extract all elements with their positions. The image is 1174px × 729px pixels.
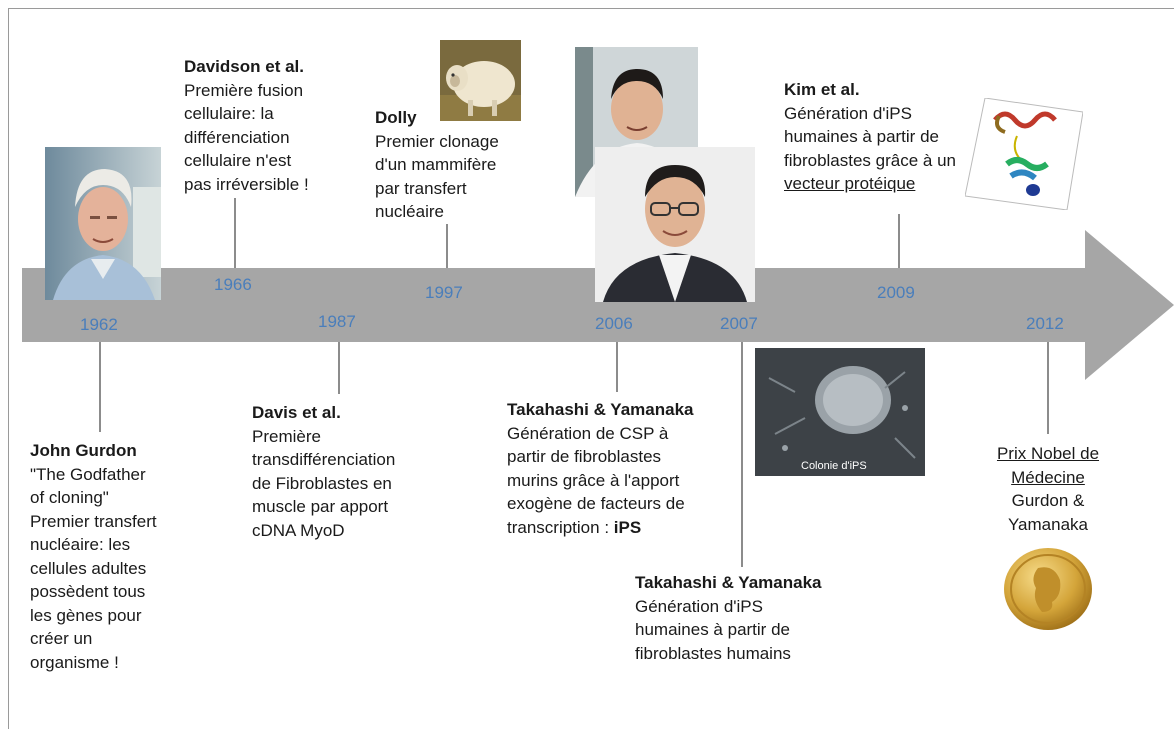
event-davis-title: Davis et al. xyxy=(252,403,341,422)
event-takahashi-2007-line: humaines à partir de xyxy=(635,620,790,639)
ips-highlight: iPS xyxy=(613,517,642,537)
event-dolly-line: d'un mammifère xyxy=(375,155,497,174)
event-takahashi-2006-line: partir de fibroblastes xyxy=(507,447,662,466)
event-takahashi-2007-line: Génération d'iPS xyxy=(635,596,763,616)
ips-colony-caption: Colonie d'iPS xyxy=(801,460,867,472)
event-davidson-line: Première fusion xyxy=(184,80,304,100)
event-gurdon-line: cellules adultes xyxy=(30,558,147,578)
event-gurdon-line: possèdent tous xyxy=(30,582,146,601)
connector-2012 xyxy=(1047,342,1049,434)
event-dolly: Dolly Premier clonage d'un mammifère par… xyxy=(375,106,499,224)
event-gurdon-line: "The Godfather xyxy=(30,464,146,484)
event-dolly-title: Dolly xyxy=(375,108,417,127)
event-davis-line: transdifférenciation xyxy=(252,450,396,469)
connector-1997 xyxy=(446,224,448,268)
event-davis-line: muscle par apport xyxy=(252,497,389,516)
gurdon-photo xyxy=(45,147,161,300)
event-gurdon-line: créer un xyxy=(30,629,93,648)
nobel-laureates-line: Yamanaka xyxy=(1007,514,1088,534)
event-davis-line: cDNA MyoD xyxy=(252,520,345,540)
connector-1962 xyxy=(99,342,101,432)
nobel-medal-image xyxy=(1002,546,1094,632)
event-gurdon-line: organisme ! xyxy=(30,652,119,672)
event-dolly-line: nucléaire xyxy=(375,202,444,221)
event-davis: Davis et al. Première transdifférenciati… xyxy=(252,401,395,542)
year-1987: 1987 xyxy=(318,312,356,331)
event-takahashi-2007: Takahashi & Yamanaka Génération d'iPS hu… xyxy=(635,571,821,665)
year-2007: 2007 xyxy=(720,314,758,333)
event-takahashi-2006-last-line: transcription : iPS xyxy=(507,516,693,540)
year-1997: 1997 xyxy=(425,283,463,302)
event-davidson-title: Davidson et al. xyxy=(184,57,304,76)
year-2009: 2009 xyxy=(877,283,915,302)
event-davidson-line: cellulaire n'est xyxy=(184,151,292,170)
ips-colony-image xyxy=(755,348,925,476)
event-takahashi-2006: Takahashi & Yamanaka Génération de CSP à… xyxy=(507,398,693,539)
event-takahashi-2007-title: Takahashi & Yamanaka xyxy=(635,573,822,592)
event-takahashi-2006-line: Génération de CSP à xyxy=(507,423,669,443)
event-dolly-line: Premier clonage xyxy=(375,131,499,151)
connector-1966 xyxy=(234,198,236,268)
event-kim-line: fibroblastes grâce à un xyxy=(784,150,956,170)
event-davidson-line: différenciation xyxy=(184,127,290,147)
event-takahashi-2006-line: exogène de facteurs de xyxy=(507,494,685,513)
connector-2009 xyxy=(898,214,900,268)
event-davis-line: de Fibroblastes en xyxy=(252,473,392,493)
dolly-photo xyxy=(440,40,521,121)
event-gurdon-line: of cloning" xyxy=(30,488,109,507)
event-davidson-line: pas irréversible ! xyxy=(184,174,309,194)
event-kim-line: Génération d'iPS xyxy=(784,103,912,123)
event-dolly-line: par transfert xyxy=(375,178,467,198)
event-takahashi-2006-title: Takahashi & Yamanaka xyxy=(507,400,694,419)
year-1962: 1962 xyxy=(80,315,118,334)
event-davidson: Davidson et al. Première fusion cellulai… xyxy=(184,55,309,196)
event-nobel: Prix Nobel de Médecine Gurdon & Yamanaka xyxy=(986,442,1110,536)
protein-structure-image xyxy=(965,98,1083,210)
last-line-text: transcription : xyxy=(507,517,614,537)
event-kim-line: humaines à partir de xyxy=(784,127,939,146)
year-2012: 2012 xyxy=(1026,314,1064,333)
event-gurdon-line: nucléaire: les xyxy=(30,535,131,554)
event-kim-title: Kim et al. xyxy=(784,80,860,99)
event-davis-line: Première xyxy=(252,426,321,446)
nobel-prize-link-line1[interactable]: Prix Nobel de xyxy=(996,444,1100,463)
nobel-laureates-line: Gurdon & xyxy=(1011,491,1085,510)
event-gurdon-line: Premier transfert xyxy=(30,511,157,531)
event-gurdon: John Gurdon "The Godfather of cloning" P… xyxy=(30,439,157,674)
event-kim: Kim et al. Génération d'iPS humaines à p… xyxy=(784,78,956,196)
event-davidson-line: cellulaire: la xyxy=(184,104,274,123)
connector-2007 xyxy=(741,342,743,567)
event-takahashi-2006-line: murins grâce à l'apport xyxy=(507,470,680,490)
slide-frame xyxy=(8,8,1174,729)
event-gurdon-title: John Gurdon xyxy=(30,441,137,460)
yamanaka-photo xyxy=(595,147,755,302)
protein-vector-link[interactable]: vecteur protéique xyxy=(784,174,916,193)
year-1966: 1966 xyxy=(214,275,252,294)
connector-1987 xyxy=(338,342,340,394)
nobel-prize-link-line2[interactable]: Médecine xyxy=(1011,467,1085,487)
event-takahashi-2007-line: fibroblastes humains xyxy=(635,643,791,663)
connector-2006 xyxy=(616,342,618,392)
year-2006: 2006 xyxy=(595,314,633,333)
event-gurdon-line: les gènes pour xyxy=(30,605,142,625)
